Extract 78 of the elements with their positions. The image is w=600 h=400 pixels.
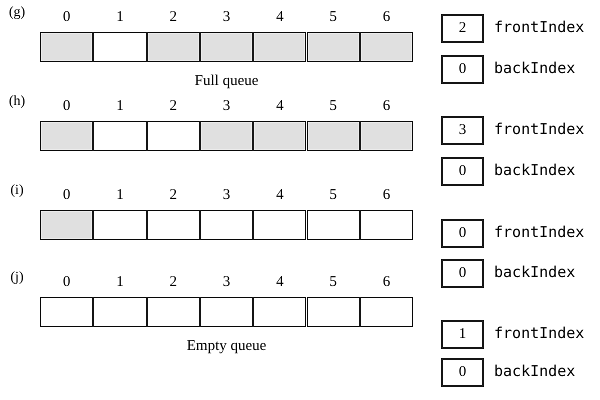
index-number: 0 xyxy=(62,274,70,291)
index-number: 6 xyxy=(382,187,390,204)
array-cell xyxy=(200,297,254,327)
array-cell xyxy=(200,32,254,62)
queue-caption: Empty queue xyxy=(186,338,266,355)
variable-name: backIndex xyxy=(494,362,576,380)
index-number: 1 xyxy=(116,9,124,26)
variable-name: backIndex xyxy=(494,263,576,281)
index-number: 4 xyxy=(276,98,284,115)
index-number: 3 xyxy=(222,274,230,291)
index-number: 5 xyxy=(329,187,337,204)
index-number: 2 xyxy=(170,9,177,26)
array-cell xyxy=(40,210,94,240)
array-cell xyxy=(253,297,306,327)
array-cell xyxy=(146,32,200,62)
index-number: 5 xyxy=(329,274,337,291)
array-cell xyxy=(93,32,147,62)
index-number: 0 xyxy=(62,98,70,115)
index-number: 1 xyxy=(116,187,124,204)
array-cell xyxy=(360,32,414,62)
array-cell xyxy=(146,210,200,240)
index-number: 2 xyxy=(170,98,177,115)
index-value-box: 0 xyxy=(441,358,484,387)
array-cell xyxy=(253,210,306,240)
array-cell xyxy=(253,32,306,62)
variable-name: backIndex xyxy=(494,59,576,77)
array-cell xyxy=(360,210,414,240)
variable-name: frontIndex xyxy=(494,324,584,342)
index-number: 4 xyxy=(276,274,284,291)
index-number: 2 xyxy=(170,274,177,291)
array-cell xyxy=(306,121,360,151)
index-value-box: 0 xyxy=(441,219,484,248)
array-cell xyxy=(93,297,147,327)
array-cell xyxy=(200,210,254,240)
index-number: 5 xyxy=(329,98,337,115)
index-value-box: 0 xyxy=(441,259,484,288)
array-cell xyxy=(40,121,94,151)
array-cell xyxy=(93,121,147,151)
index-value-box: 1 xyxy=(441,320,484,349)
index-number: 0 xyxy=(62,187,70,204)
index-value-box: 3 xyxy=(441,116,484,145)
array-cell xyxy=(253,121,306,151)
array-cell xyxy=(306,210,360,240)
row-label: (i) xyxy=(10,183,24,199)
index-number: 4 xyxy=(276,187,284,204)
array-cell xyxy=(306,297,360,327)
index-number: 4 xyxy=(276,9,284,26)
index-value-box: 0 xyxy=(441,55,484,84)
variable-name: frontIndex xyxy=(494,223,584,241)
index-number: 3 xyxy=(222,9,230,26)
index-number: 2 xyxy=(170,187,177,204)
index-number: 0 xyxy=(62,9,70,26)
index-value-box: 0 xyxy=(441,157,484,186)
row-label: (g) xyxy=(8,5,26,21)
row-label: (j) xyxy=(10,270,24,286)
index-number: 3 xyxy=(222,187,230,204)
array-cell xyxy=(93,210,147,240)
queue-caption: Full queue xyxy=(194,73,258,90)
array-cell xyxy=(360,297,414,327)
index-value-box: 2 xyxy=(441,14,484,43)
variable-name: frontIndex xyxy=(494,18,584,36)
array-cell xyxy=(306,32,360,62)
array-cell xyxy=(146,121,200,151)
array-cell xyxy=(200,121,254,151)
index-number: 6 xyxy=(382,98,390,115)
index-number: 6 xyxy=(382,274,390,291)
row-label: (h) xyxy=(8,94,26,110)
index-number: 3 xyxy=(222,98,230,115)
array-cell xyxy=(40,32,94,62)
variable-name: backIndex xyxy=(494,161,576,179)
index-number: 1 xyxy=(116,98,124,115)
array-cell xyxy=(360,121,414,151)
index-number: 6 xyxy=(382,9,390,26)
index-number: 5 xyxy=(329,9,337,26)
array-cell xyxy=(146,297,200,327)
index-number: 1 xyxy=(116,274,124,291)
variable-name: frontIndex xyxy=(494,120,584,138)
array-cell xyxy=(40,297,94,327)
